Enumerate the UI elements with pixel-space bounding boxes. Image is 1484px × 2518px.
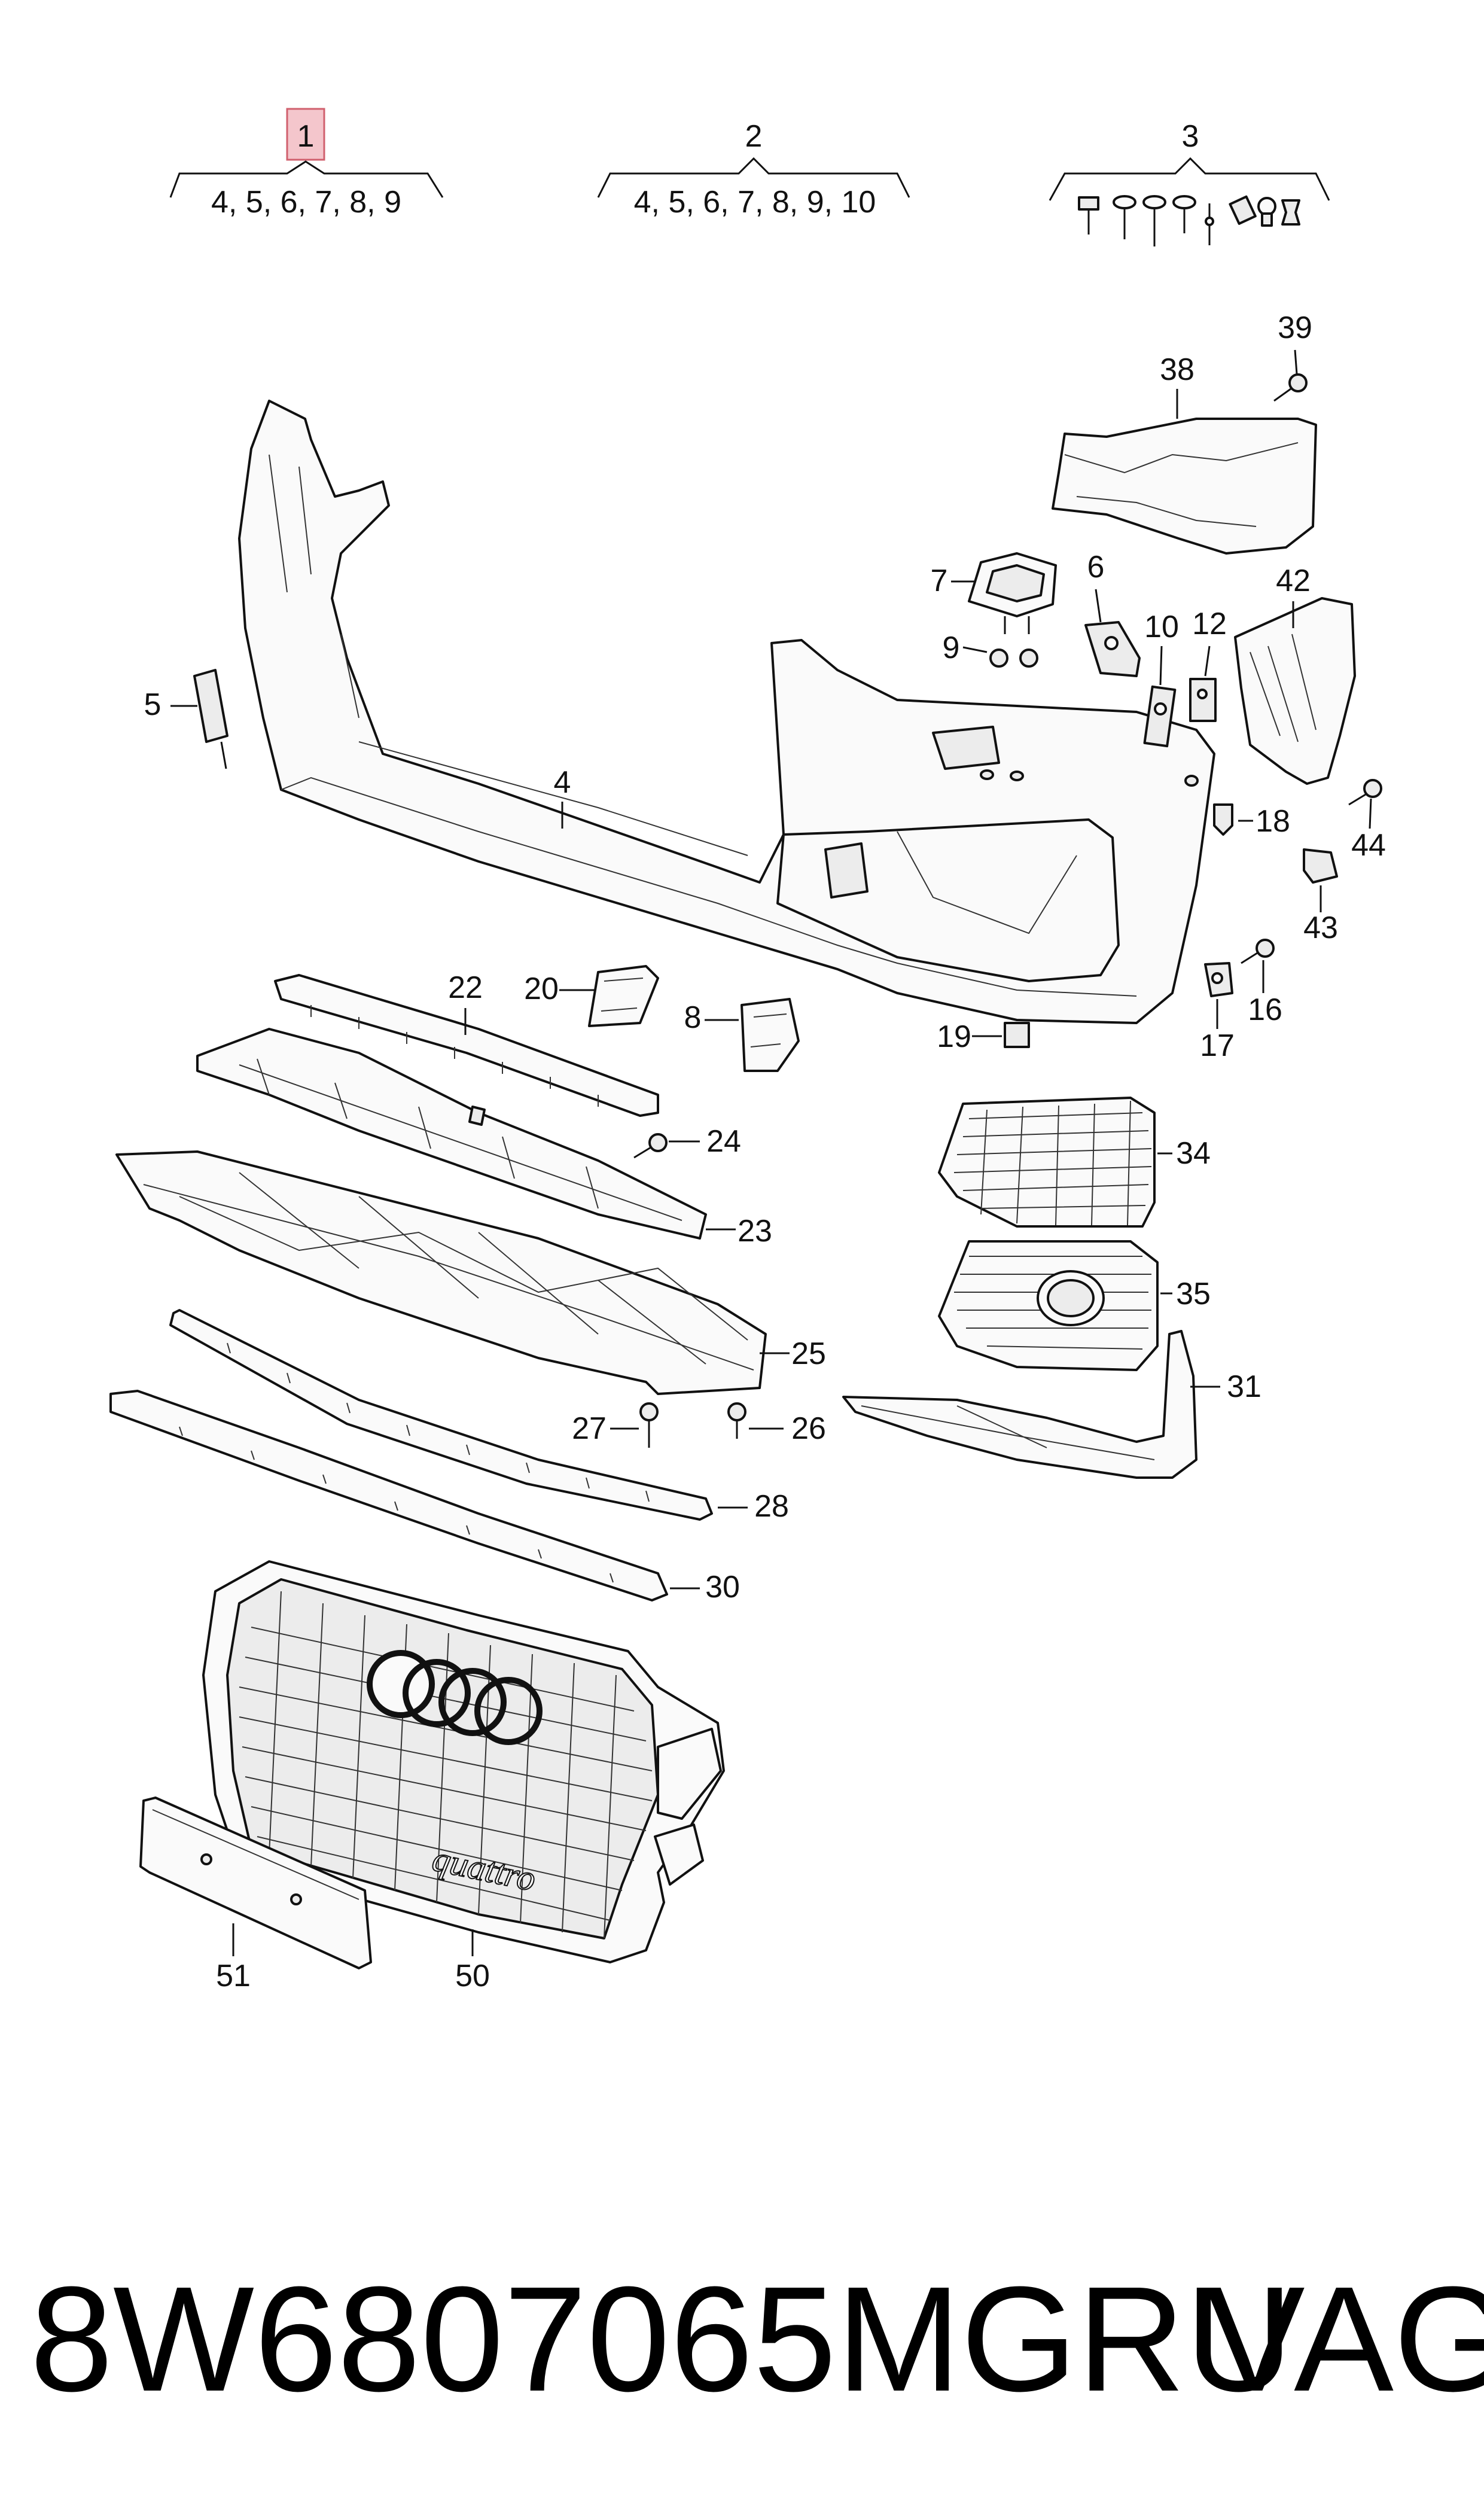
label-39: 39	[1278, 310, 1312, 345]
bolt-part-24: 24	[633, 1124, 741, 1159]
side-blade-part-31: 31	[842, 1330, 1261, 1479]
label-4: 4	[554, 765, 571, 800]
clips-part-9: 9	[943, 631, 1038, 668]
lip-strip-part-30: 30	[109, 1390, 740, 1604]
group-1-number: 1	[297, 119, 315, 154]
clip-part-17: 17	[1200, 962, 1235, 1063]
label-6: 6	[1087, 550, 1105, 584]
label-38: 38	[1160, 352, 1194, 387]
label-7: 7	[931, 564, 948, 598]
label-12: 12	[1192, 607, 1227, 641]
group-1-items: 4, 5, 6, 7, 8, 9	[211, 185, 401, 220]
label-17: 17	[1200, 1028, 1235, 1063]
label-28: 28	[754, 1489, 789, 1524]
label-9: 9	[943, 631, 960, 665]
bracket-part-42: 42	[1234, 564, 1356, 785]
cover-part-20: 20	[524, 965, 659, 1027]
group-1-highlight	[286, 108, 325, 161]
label-25: 25	[791, 1336, 826, 1371]
group-2-header: 2 4, 5, 6, 7, 8, 9, 10	[597, 119, 910, 220]
group-2-items: 4, 5, 6, 7, 8, 9, 10	[634, 185, 876, 220]
radiator-grille-part-50: quattro 50	[202, 1560, 725, 1993]
trim-strip-part-28: 28	[169, 1309, 789, 1524]
trim-strip-part-22: 22	[274, 970, 659, 1117]
label-42: 42	[1276, 564, 1311, 598]
bolt-part-39: 39	[1273, 310, 1312, 402]
clip-part-18: 18	[1213, 803, 1290, 839]
label-20: 20	[524, 972, 559, 1006]
tow-hook-cover-part-7: 7	[931, 552, 1057, 634]
label-43: 43	[1303, 911, 1338, 945]
label-23: 23	[738, 1214, 772, 1249]
group-2-number: 2	[745, 119, 763, 154]
label-18: 18	[1256, 804, 1290, 839]
label-8: 8	[684, 1000, 702, 1035]
label-44: 44	[1351, 828, 1386, 863]
label-27: 27	[572, 1411, 607, 1446]
clip-part-43: 43	[1303, 848, 1338, 945]
label-51: 51	[216, 1959, 251, 1993]
label-50: 50	[455, 1959, 490, 1993]
fastener-set-icons	[1078, 195, 1300, 246]
brand: VAG	[1205, 2255, 1484, 2422]
label-31: 31	[1227, 1369, 1261, 1404]
grille-part-35: 35	[938, 1240, 1211, 1371]
cover-part-8: 8	[684, 998, 800, 1072]
label-19: 19	[937, 1019, 971, 1054]
air-guide-part-38: 38	[1052, 352, 1317, 555]
nut-part-10: 10	[1143, 610, 1179, 748]
label-24: 24	[706, 1124, 741, 1159]
label-35: 35	[1176, 1277, 1211, 1311]
cover-part-5: 5	[144, 669, 228, 769]
underbody-tray-part-25: 25	[115, 1150, 826, 1395]
part-number: 8W6807065MGRU	[30, 2255, 1294, 2422]
clip-part-19: 19	[937, 1019, 1030, 1054]
four-rings-logo-icon	[367, 1650, 543, 1745]
carrier-part-23: 23	[196, 1028, 772, 1249]
label-5: 5	[144, 687, 161, 722]
screw-part-26: 26	[727, 1402, 826, 1446]
label-34: 34	[1176, 1136, 1211, 1171]
honeycomb-grille-part-34: 34	[938, 1097, 1211, 1228]
label-22: 22	[448, 970, 483, 1005]
bumper-cover-part-4: 4	[238, 400, 1215, 1024]
bolt-part-16: 16	[1241, 939, 1282, 1027]
group-1-header: 1 4, 5, 6, 7, 8, 9	[169, 108, 444, 220]
label-30: 30	[705, 1570, 740, 1604]
bolt-part-44: 44	[1348, 779, 1386, 863]
group-3-number: 3	[1182, 119, 1199, 154]
label-10: 10	[1144, 610, 1179, 644]
label-16: 16	[1248, 992, 1282, 1027]
bracket-part-6: 6	[1084, 550, 1141, 677]
license-plate-holder-part-51: 51	[139, 1797, 372, 1993]
label-26: 26	[791, 1411, 826, 1446]
clip-part-12: 12	[1189, 607, 1227, 722]
screw-part-27: 27	[572, 1402, 659, 1448]
footer: 8W6807065MGRU VAG	[0, 2249, 1484, 2429]
group-3-header: 3	[1049, 119, 1330, 246]
